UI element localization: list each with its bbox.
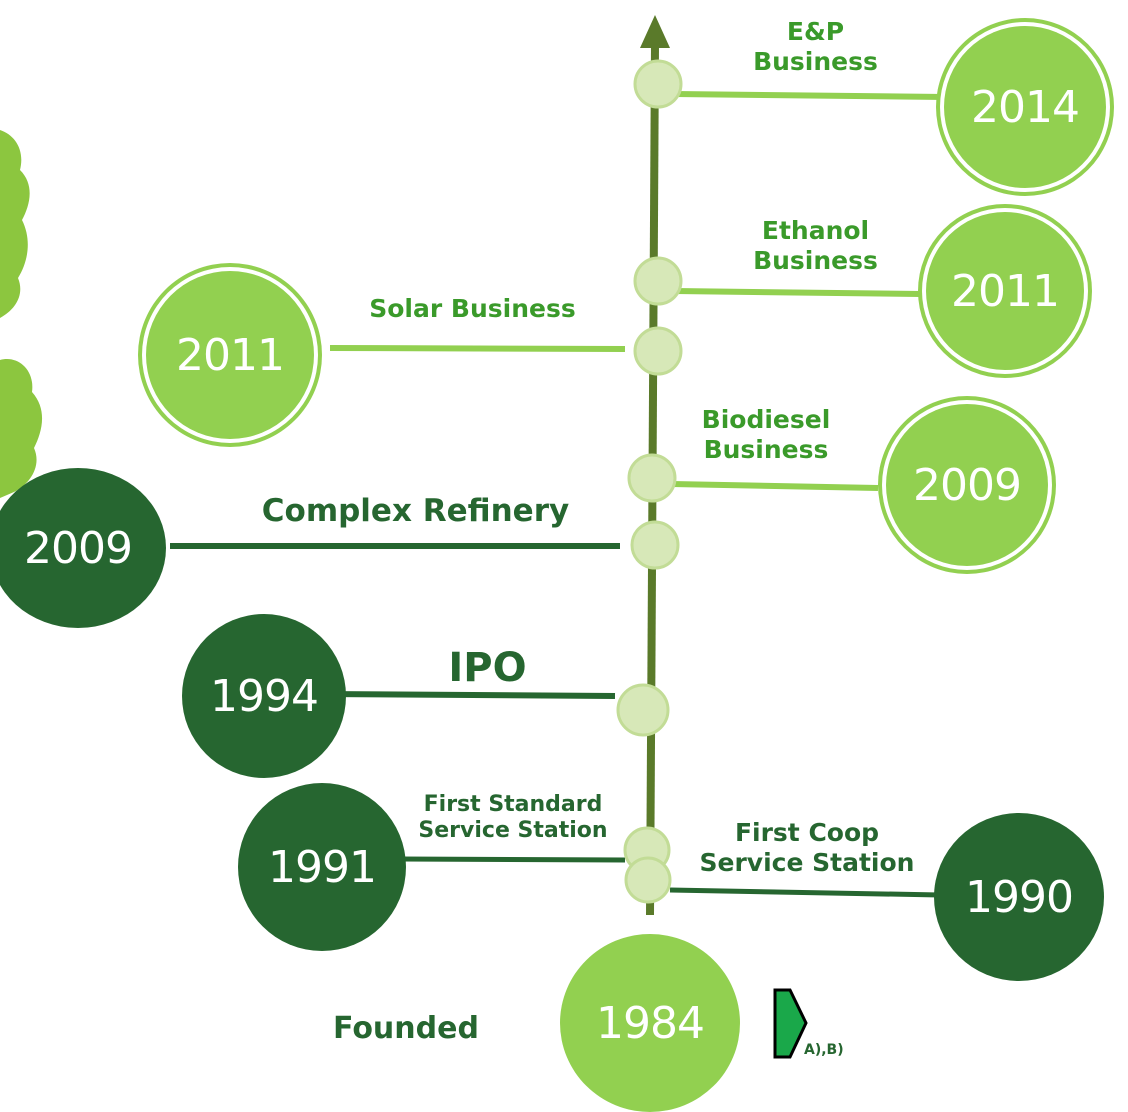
node-ep bbox=[633, 59, 683, 109]
year-text: 2011 bbox=[176, 329, 285, 381]
node-ipo bbox=[616, 683, 670, 737]
label-standard: First Standard Service Station bbox=[418, 792, 608, 844]
label-coop: First Coop Service Station bbox=[699, 818, 915, 877]
node-ethanol bbox=[633, 256, 683, 306]
year-text: 2009 bbox=[913, 459, 1022, 511]
connector-biodiesel bbox=[671, 481, 879, 491]
year-text: 1990 bbox=[965, 871, 1074, 923]
label-ipo: IPO bbox=[448, 645, 527, 691]
year-circle-coop: 1990 bbox=[934, 813, 1104, 981]
year-circle-solar: 2011 bbox=[146, 271, 314, 439]
foliage-decoration bbox=[0, 130, 43, 498]
year-circle-ethanol: 2011 bbox=[926, 212, 1084, 370]
year-circle-ep: 2014 bbox=[944, 26, 1106, 188]
label-founded: Founded bbox=[333, 1011, 479, 1046]
connector-standard bbox=[399, 856, 626, 863]
connector-ethanol bbox=[674, 288, 921, 297]
connector-ipo bbox=[319, 691, 616, 699]
year-circle-ipo: 1994 bbox=[182, 614, 346, 778]
year-circle-refinery: 2009 bbox=[0, 468, 166, 628]
year-text: 1984 bbox=[596, 997, 705, 1049]
label-ethanol: Ethanol Business bbox=[753, 216, 878, 275]
label-refinery: Complex Refinery bbox=[261, 493, 570, 529]
footnote-text: A),B) bbox=[804, 1042, 844, 1058]
footnote-marker-icon bbox=[773, 988, 808, 1059]
node-refinery bbox=[630, 520, 680, 570]
year-circle-biodiesel: 2009 bbox=[886, 404, 1048, 566]
label-solar: Solar Business bbox=[369, 294, 576, 323]
node-coop bbox=[624, 856, 672, 904]
connector-solar bbox=[329, 345, 626, 352]
year-text: 1994 bbox=[210, 670, 319, 722]
connector-coop bbox=[669, 887, 941, 898]
label-ep: E&P Business bbox=[753, 17, 878, 76]
year-circle-founded: 1984 bbox=[560, 934, 740, 1112]
connector-ep bbox=[674, 91, 946, 100]
axis-arrow-icon bbox=[640, 15, 670, 48]
year-text: 1991 bbox=[268, 841, 377, 893]
axis-nodes bbox=[616, 59, 683, 904]
node-biodiesel bbox=[627, 453, 677, 503]
year-text: 2011 bbox=[951, 265, 1060, 317]
year-text: 2009 bbox=[24, 522, 133, 574]
year-circle-standard: 1991 bbox=[238, 783, 406, 951]
year-text: 2014 bbox=[971, 81, 1080, 133]
node-solar bbox=[633, 326, 683, 376]
label-biodiesel: Biodiesel Business bbox=[701, 405, 831, 464]
